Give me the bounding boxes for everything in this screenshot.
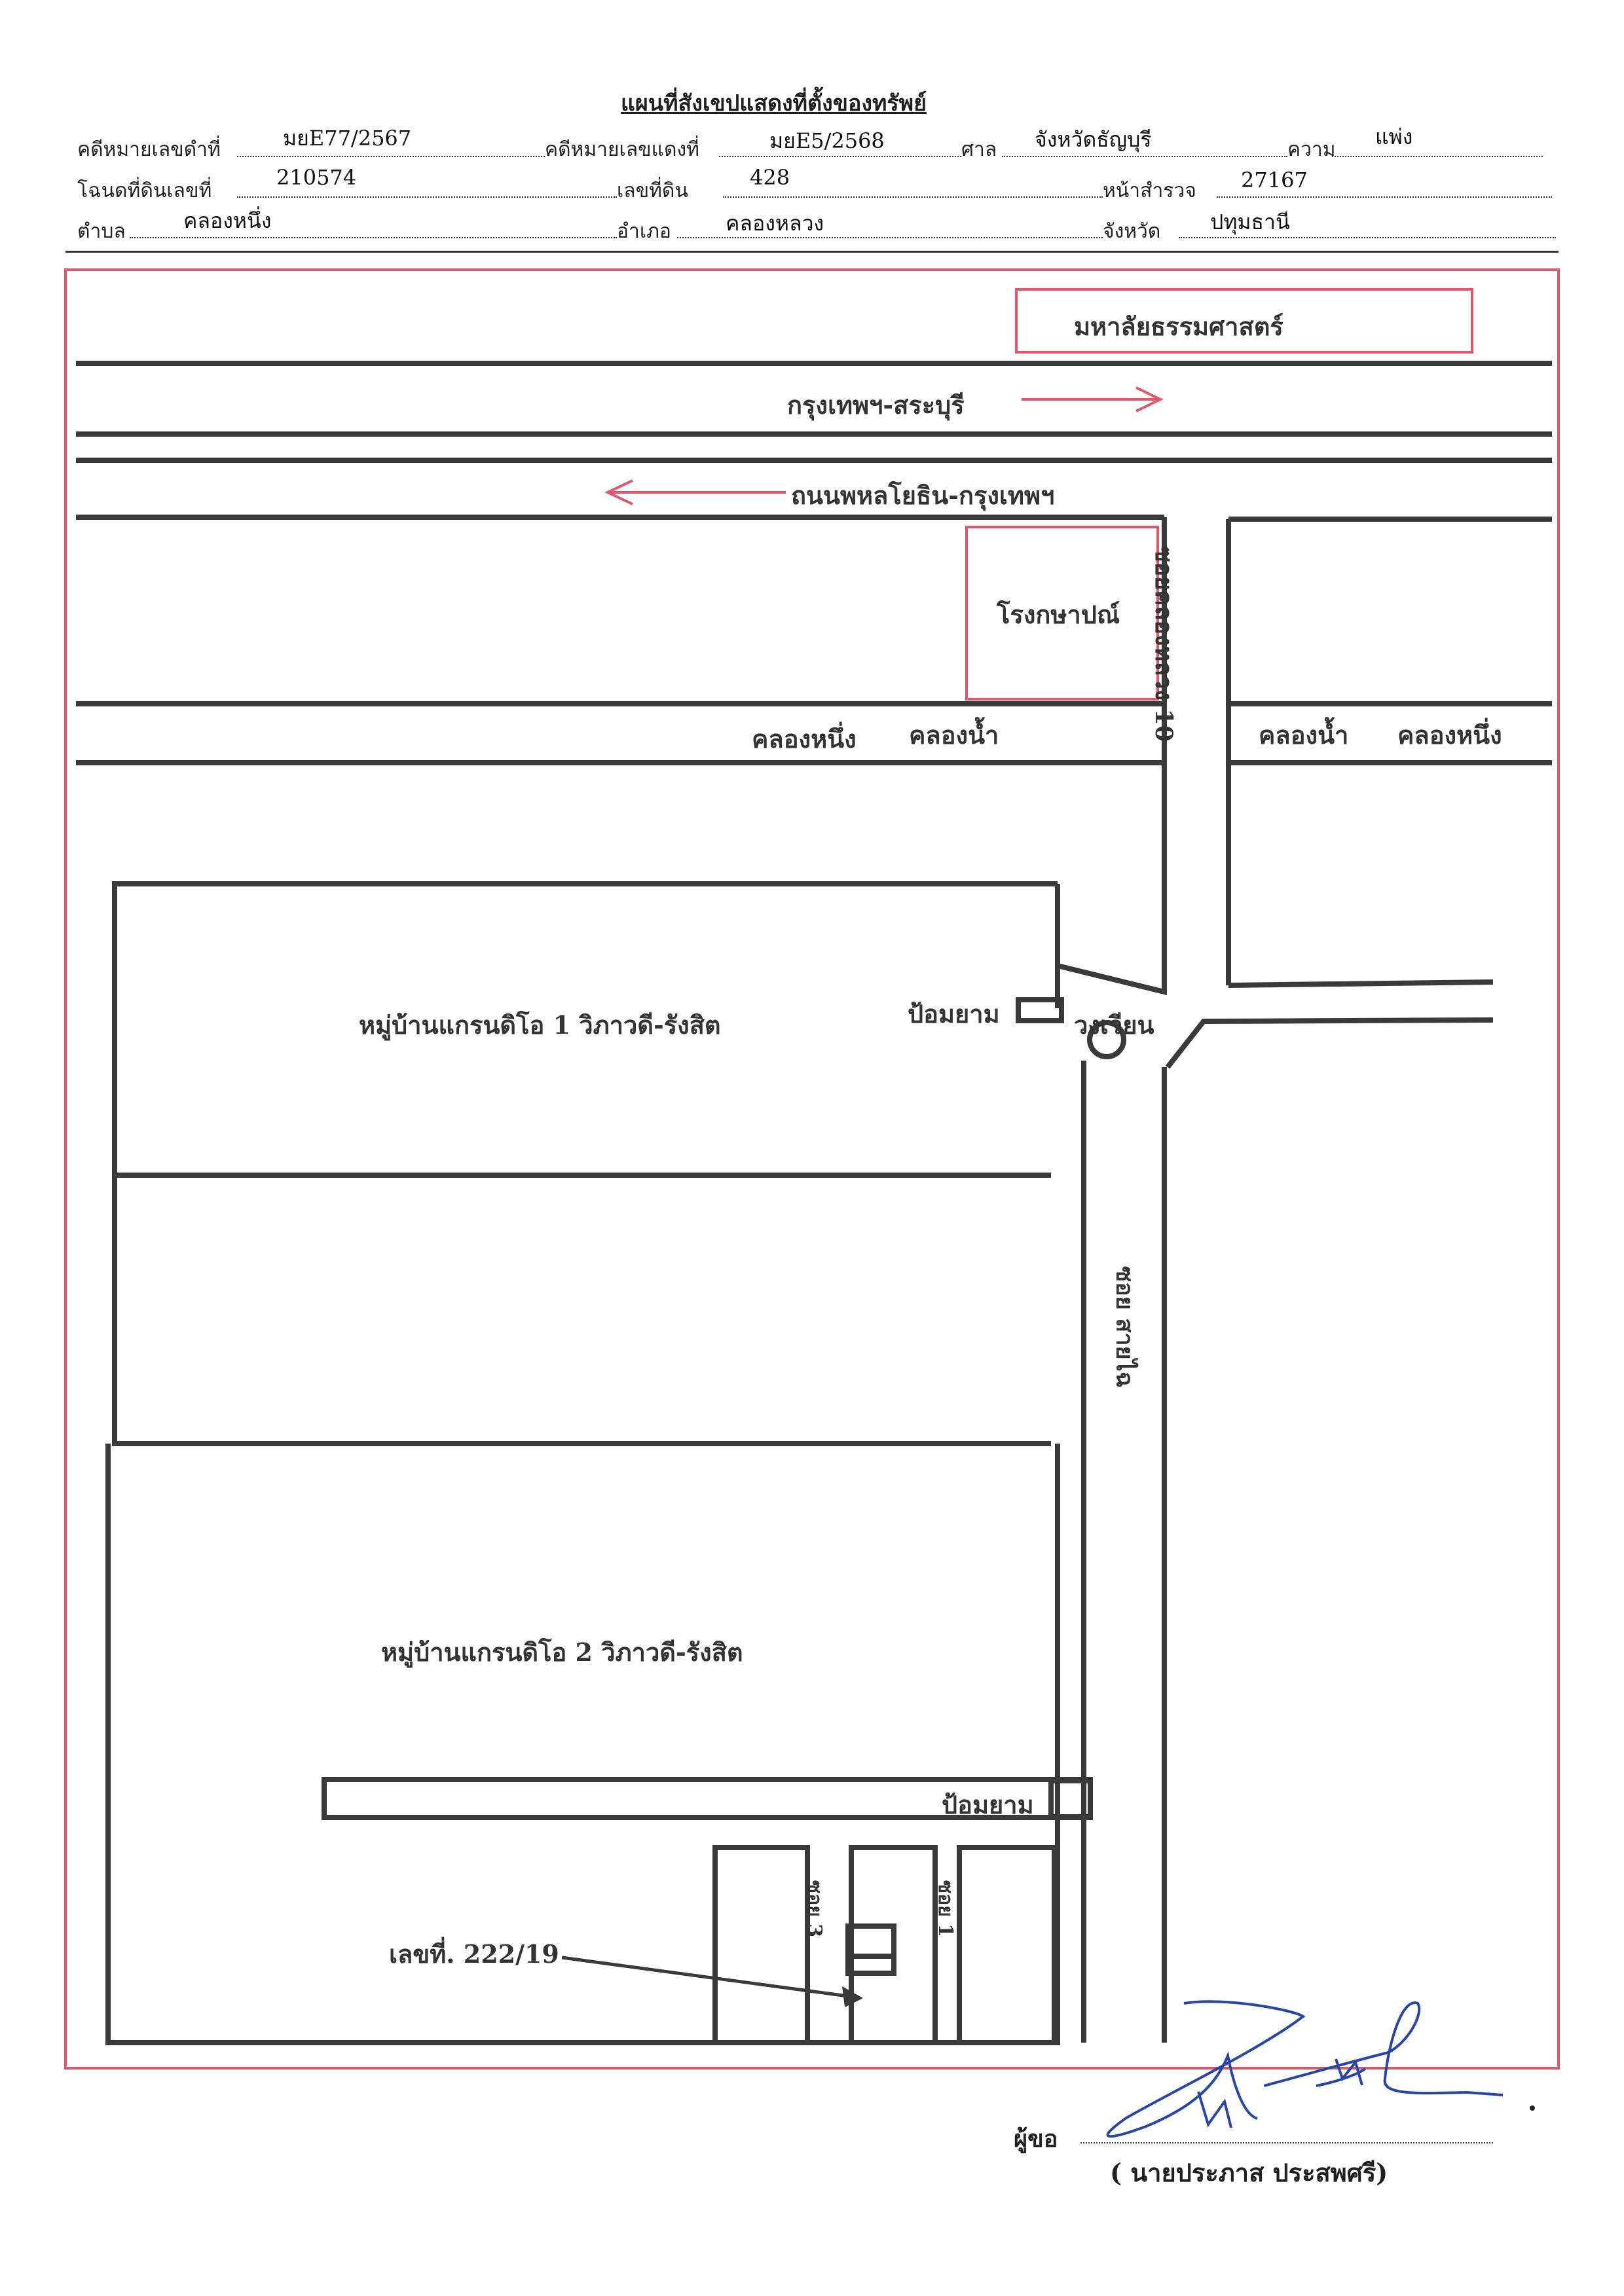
red-case-dots — [719, 156, 961, 157]
soi-3-left — [712, 1845, 810, 2043]
signature-dot — [1530, 2105, 1535, 2111]
guard-post-2-label: ป้อมยาม — [942, 1790, 1034, 1819]
canal-right-1-label: คลองน้ำ — [1259, 720, 1349, 750]
district-dots — [677, 237, 1103, 238]
guard-post-2-box — [1048, 1778, 1093, 1819]
right-road-bottom — [1165, 1017, 1494, 1069]
subdistrict-label: ตำบล — [77, 220, 126, 243]
subdistrict-value: คลองหนึ่ง — [183, 208, 272, 233]
deed-label: โฉนดที่ดินเลขที่ — [77, 179, 212, 202]
land-no-label: เลขที่ดิน — [617, 179, 688, 202]
canal-left-1-label: คลองหนึ่ง — [752, 724, 857, 754]
district-label: อำเภอ — [617, 220, 671, 243]
red-case-label: คดีหมายเลขแดงที่ — [545, 138, 699, 161]
signature-mark — [1106, 2000, 1504, 2138]
black-case-dots — [237, 156, 545, 157]
court-label: ศาล — [961, 138, 997, 161]
court-value: จังหวัดธัญบุรี — [1035, 127, 1152, 152]
arrow-outbound-head — [1135, 386, 1164, 412]
house-number-label: เลขที่. 222/19 — [389, 1939, 559, 1969]
black-case-label: คดีหมายเลขดำที่ — [77, 138, 221, 161]
house-pointer-line — [561, 1956, 853, 1999]
canal-left-2-label: คลองน้ำ — [909, 720, 999, 750]
applicant-name: ( นายประภาส ประสพศรี) — [1110, 2158, 1388, 2187]
header-rule — [65, 251, 1559, 253]
case-type-label: ความ — [1287, 138, 1336, 161]
land-no-value: 428 — [750, 165, 790, 190]
right-road-top — [1228, 979, 1494, 988]
applicant-label: ผู้ขอ — [1014, 2125, 1058, 2153]
soi-1-label: ซอย 1 — [934, 1880, 957, 1938]
survey-dots — [1217, 196, 1552, 198]
school-label: โรงกษาปณ์ — [997, 600, 1120, 629]
arrow-inbound-head — [604, 479, 633, 505]
page-title: แผนที่สังเขปแสดงที่ตั้งของทรัพย์ — [621, 90, 927, 117]
roundabout-circle — [1087, 1020, 1126, 1059]
red-case-value: มยE5/2568 — [769, 128, 885, 153]
province-dots — [1179, 237, 1556, 238]
canal-right-2-label: คลองหนึ่ง — [1397, 720, 1502, 750]
soi-1-right — [957, 1845, 1057, 2043]
deed-value: 210574 — [276, 165, 357, 190]
house-plot — [845, 1923, 896, 1976]
deed-dots — [237, 196, 617, 198]
village-1-label: หมู่บ้านแกรนดิโอ 1 วิภาวดี-รังสิต — [359, 1010, 721, 1040]
village-2-outline — [105, 1444, 1060, 2045]
soi-side-label: ซอย สายไฉ — [1111, 1266, 1139, 1388]
court-dots — [1002, 156, 1287, 157]
university-box — [1015, 288, 1473, 354]
school-box — [965, 526, 1159, 701]
guard-post-1-label: ป้อมยาม — [908, 999, 1000, 1029]
road-outbound-label: กรุงเทพฯ-สระบุรี — [787, 390, 965, 420]
soi-1-left — [849, 1845, 938, 2043]
map-frame — [64, 268, 1560, 2069]
road-inbound-label: ถนนพหลโยธิน-กรุงเทพฯ — [791, 481, 1055, 510]
district-value: คลองหลวง — [726, 211, 824, 236]
black-case-value: มยE77/2567 — [283, 126, 412, 151]
university-label: มหาลัยธรรมศาสตร์ — [1074, 312, 1283, 341]
survey-value: 27167 — [1241, 168, 1308, 192]
village-1-outline — [112, 881, 1058, 1446]
case-type-dots — [1332, 156, 1543, 157]
province-value: ปทุมธานี — [1210, 210, 1290, 234]
guard-post-1-box — [1016, 997, 1064, 1023]
soi-3-label: ซอย 3 — [803, 1880, 826, 1938]
house-pointer-head — [842, 1986, 863, 2007]
applicant-dots — [1080, 2142, 1493, 2143]
case-type-value: แพ่ง — [1375, 124, 1413, 149]
land-no-dots — [723, 196, 1103, 198]
soi-main-label: ซอยคลองหลวง 10 — [1149, 546, 1177, 742]
village-2-label: หมู่บ้านแกรนดิโอ 2 วิภาวดี-รังสิต — [381, 1637, 743, 1667]
subdistrict-dots — [130, 237, 617, 238]
roundabout-label: วงเวียน — [1074, 1010, 1154, 1040]
survey-label: หน้าสำรวจ — [1103, 179, 1196, 202]
soi-main-left-edge — [1057, 517, 1167, 996]
province-label: จังหวัด — [1103, 220, 1161, 243]
